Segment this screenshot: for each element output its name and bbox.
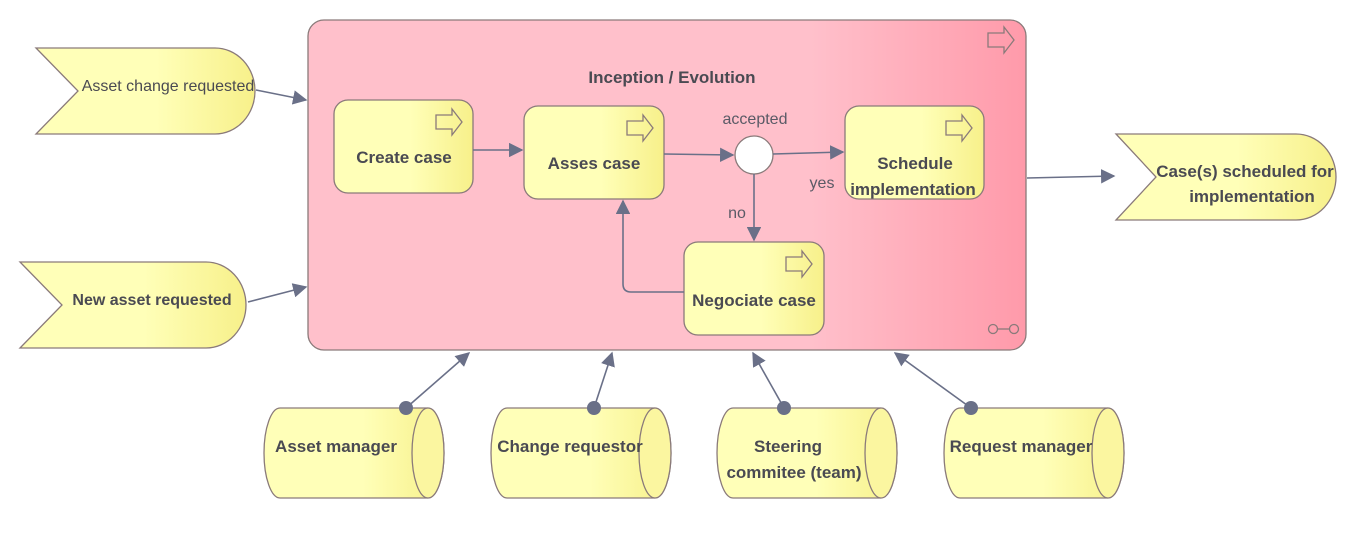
- assignment-dots: [399, 401, 978, 415]
- event-new-asset-requested[interactable]: New asset requested: [18, 261, 247, 349]
- role-change-requestor[interactable]: Change requestor: [490, 407, 672, 499]
- or-junction[interactable]: [734, 135, 774, 175]
- assignment-steering-commitee: [752, 351, 785, 409]
- process-asses-case[interactable]: Asses case: [523, 105, 665, 200]
- role-asset-manager[interactable]: Asset manager: [263, 407, 445, 499]
- process-label: Create case: [356, 148, 451, 167]
- junction-label-accepted: accepted: [723, 111, 788, 128]
- role-label-line1: Steering: [754, 437, 822, 456]
- container-title: Inception / Evolution: [588, 68, 755, 87]
- role-request-manager[interactable]: Request manager: [943, 407, 1125, 499]
- event-cases-scheduled[interactable]: Case(s) scheduled for implementation: [1114, 133, 1337, 221]
- flow-connectors: [247, 89, 1116, 303]
- flow-junction-to-schedule: [772, 145, 845, 160]
- process-label-line1: Schedule: [877, 154, 953, 173]
- trigger-asset-change: [255, 89, 308, 105]
- event-asset-change-requested[interactable]: Asset change requested: [34, 47, 256, 135]
- trigger-new-asset: [247, 283, 308, 303]
- flow-asses-to-junction: [663, 147, 735, 163]
- process-arrow-icon: [435, 107, 463, 137]
- role-steering-commitee[interactable]: Steering commitee (team): [716, 407, 898, 499]
- junction-label-no: no: [728, 205, 746, 222]
- role-label: Change requestor: [497, 437, 643, 456]
- role-label: Request manager: [950, 437, 1093, 456]
- process-label-line2: implementation: [850, 180, 976, 199]
- process-schedule-implementation[interactable]: Schedule implementation: [844, 105, 985, 200]
- expand-link-icon[interactable]: [987, 323, 1020, 335]
- process-arrow-icon: [626, 113, 654, 143]
- process-arrow-icon: [785, 249, 813, 279]
- flow-negociate-to-asses: [615, 199, 684, 293]
- assignment-connectors: [405, 351, 972, 409]
- event-label-line2: implementation: [1189, 187, 1315, 206]
- process-label: Asses case: [548, 154, 641, 173]
- trigger-result: [1026, 169, 1116, 184]
- process-label: Negociate case: [692, 291, 816, 310]
- event-label-line1: Case(s) scheduled for: [1156, 162, 1334, 181]
- junction-label-yes: yes: [810, 175, 835, 192]
- event-label: Asset change requested: [82, 78, 255, 95]
- process-negociate-case[interactable]: Negociate case: [683, 241, 825, 336]
- process-create-case[interactable]: Create case: [333, 99, 474, 194]
- event-label: New asset requested: [72, 292, 231, 309]
- assignment-asset-manager: [405, 352, 471, 409]
- role-label-line2: commitee (team): [726, 463, 861, 482]
- process-arrow-icon: [987, 25, 1015, 55]
- process-container-inception-evolution[interactable]: Inception / Evolution: [307, 19, 1027, 351]
- process-arrow-icon: [945, 113, 973, 143]
- assignment-change-requestor: [593, 351, 615, 409]
- assignment-request-manager: [893, 352, 972, 409]
- role-label: Asset manager: [275, 437, 397, 456]
